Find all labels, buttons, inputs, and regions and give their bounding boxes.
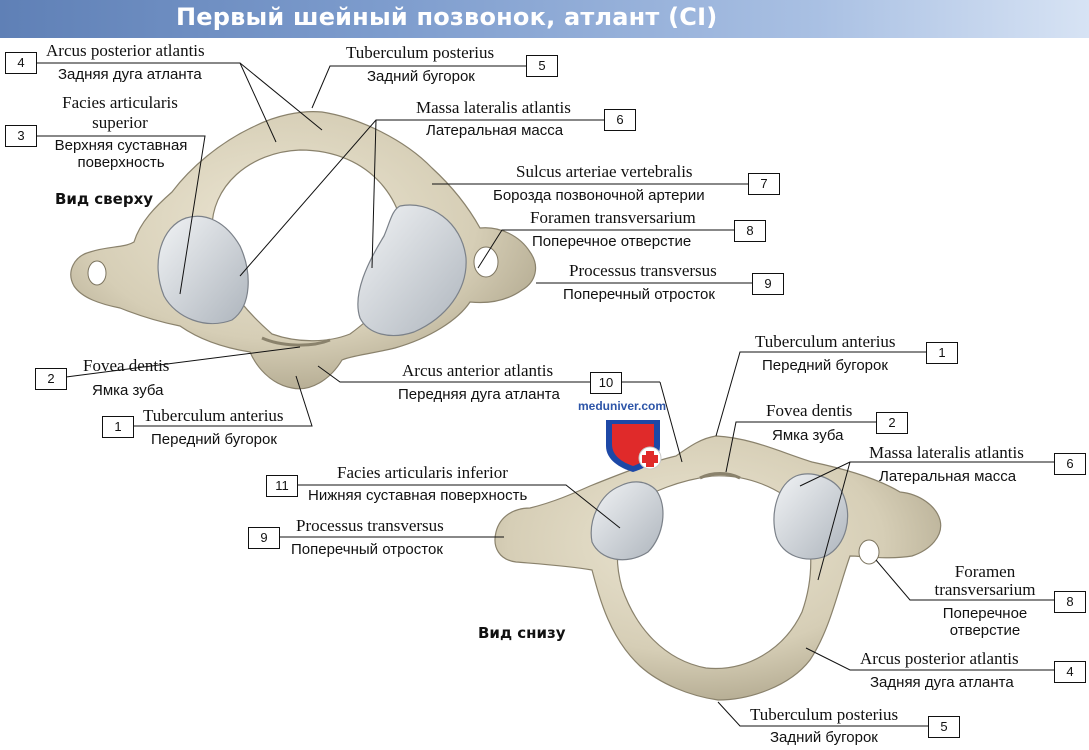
label-russian-facies-superior-2: поверхность (77, 154, 165, 171)
label-number-5: 5 (928, 716, 960, 738)
label-number-3: 3 (5, 125, 37, 147)
label-number-9: 9 (248, 527, 280, 549)
label-latin-foramen-1: Foramen (954, 562, 1016, 581)
top-foramen-transversarium-right (473, 246, 499, 278)
label-number-7: 7 (748, 173, 780, 195)
label-russian-arcus-posterior: Задняя дуга атланта (58, 66, 202, 83)
label-latin-facies-inferior: Facies articularis inferior (337, 463, 508, 482)
label-russian-tuberculum-posterius: Задний бугорок (367, 68, 475, 85)
label-russian-tuberculum-posterius: Задний бугорок (770, 729, 878, 746)
label-number-9: 9 (752, 273, 784, 295)
label-number-1: 1 (102, 416, 134, 438)
watermark-text: meduniver.com (578, 399, 667, 413)
label-number-2: 2 (876, 412, 908, 434)
label-russian-arcus-posterior: Задняя дуга атланта (870, 674, 1014, 691)
label-russian-facies-inferior: Нижняя суставная поверхность (308, 487, 528, 504)
label-number-10: 10 (590, 372, 622, 394)
label-number-5: 5 (526, 55, 558, 77)
label-latin-foramen-transversarium: Foramen transversarium (530, 208, 696, 227)
label-russian-fovea-dentis: Ямка зуба (92, 382, 164, 399)
label-russian-tuberculum-anterius: Передний бугорок (762, 357, 888, 374)
label-russian-foramen-2: отверстие (949, 622, 1021, 639)
label-latin-tuberculum-anterius: Tuberculum anterius (755, 332, 896, 351)
label-number-1: 1 (926, 342, 958, 364)
label-latin-tuberculum-anterius: Tuberculum anterius (143, 406, 284, 425)
label-latin-fovea-dentis: Fovea dentis (83, 356, 170, 375)
label-number-6: 6 (1054, 453, 1086, 475)
label-russian-fovea-dentis: Ямка зуба (772, 427, 844, 444)
label-number-4: 4 (1054, 661, 1086, 683)
label-russian-facies-superior-1: Верхняя суставная (54, 137, 188, 154)
label-russian-processus-transversus: Поперечный отросток (291, 541, 443, 558)
label-latin-arcus-posterior: Arcus posterior atlantis (860, 649, 1019, 668)
label-latin-sulcus-arteriae: Sulcus arteriae vertebralis (516, 162, 693, 181)
top-fovea-dentis (261, 336, 331, 347)
label-number-6: 6 (604, 109, 636, 131)
view-label-top: Вид сверху (55, 190, 154, 208)
label-russian-massa-lateralis: Латеральная масса (879, 468, 1017, 485)
label-russian-arcus-anterior: Передняя дуга атланта (398, 386, 560, 403)
label-latin-tuberculum-posterius: Tuberculum posterius (346, 43, 495, 62)
header-bar (0, 0, 1089, 38)
label-latin-facies-superior-2: superior (92, 113, 148, 132)
top-foramen-transversarium-left (87, 260, 107, 286)
label-latin-arcus-posterior: Arcus posterior atlantis (46, 41, 205, 60)
label-latin-tuberculum-posterius: Tuberculum posterius (750, 705, 899, 724)
label-latin-facies-superior-1: Facies articularis (62, 93, 178, 112)
atlas-top-view (70, 111, 537, 390)
label-russian-foramen-transversarium: Поперечное отверстие (532, 233, 692, 250)
label-number-8: 8 (1054, 591, 1086, 613)
label-latin-processus-transversus: Processus transversus (296, 516, 444, 535)
top-right-articular-surface (357, 204, 467, 337)
label-latin-processus-transversus: Processus transversus (569, 261, 717, 280)
meduniver-logo (606, 420, 662, 472)
label-russian-massa-lateralis: Латеральная масса (426, 122, 564, 139)
label-latin-massa-lateralis: Massa lateralis atlantis (869, 443, 1024, 462)
bottom-fovea-dentis (699, 472, 741, 480)
label-number-8: 8 (734, 220, 766, 242)
label-latin-fovea-dentis: Fovea dentis (766, 401, 853, 420)
label-latin-foramen-2: transversarium (934, 580, 1036, 599)
label-russian-processus-transversus: Поперечный отросток (563, 286, 715, 303)
label-number-11: 11 (266, 475, 298, 497)
label-russian-foramen-1: Поперечное (942, 605, 1028, 622)
label-number-2: 2 (35, 368, 67, 390)
label-russian-tuberculum-anterius: Передний бугорок (151, 431, 277, 448)
leader-lines (36, 62, 1058, 727)
bottom-left-articular-surface (590, 481, 664, 561)
label-number-4: 4 (5, 52, 37, 74)
label-latin-massa-lateralis: Massa lateralis atlantis (416, 98, 571, 117)
red-cross-icon (642, 451, 658, 467)
view-label-bottom: Вид снизу (478, 624, 566, 642)
top-left-articular-surface (157, 215, 249, 325)
page-title: Первый шейный позвонок, атлант (CI) (176, 3, 718, 31)
bottom-foramen-transversarium (858, 539, 880, 565)
bottom-right-articular-surface (773, 473, 849, 560)
label-russian-sulcus-arteriae: Борозда позвоночной артерии (493, 187, 705, 204)
label-latin-arcus-anterior: Arcus anterior atlantis (402, 361, 554, 380)
